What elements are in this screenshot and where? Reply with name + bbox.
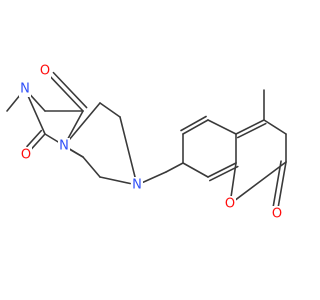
bond-layer <box>6 75 287 208</box>
bond-C4c-C3c <box>263 119 287 135</box>
atom-o-top-label: O <box>40 64 50 79</box>
atom-layer: O O N N N O O <box>19 63 283 222</box>
molecule-structure: O O N N N O O <box>6 63 287 222</box>
bond-C5-C6c <box>182 119 209 135</box>
bond-Np-CH2 <box>142 171 167 183</box>
atom-n-piperazine: N <box>131 177 143 193</box>
double-bond-C5-C6c <box>180 115 207 132</box>
double-bond-C2c-Ocarb <box>272 160 282 208</box>
double-bond-C4-Otop <box>52 71 88 109</box>
atom-o-ring: O <box>224 196 236 212</box>
double-bond-C8c-C8a <box>208 165 239 182</box>
bond-C4a-C4c <box>235 119 265 135</box>
bond-C8c-C8a <box>207 162 237 178</box>
double-bond-layer <box>26 71 282 208</box>
bond-C9a-Nf <box>69 148 84 158</box>
atom-n-methyl: N <box>19 81 31 97</box>
bond-C4a-C5 <box>207 119 237 135</box>
atom-o-ring-label: O <box>225 197 235 212</box>
atom-n-fused: N <box>58 138 70 154</box>
bond-C4-Otop <box>49 75 84 112</box>
bond-C7-Np <box>119 116 137 180</box>
bond-Nm-Cm <box>6 93 22 112</box>
bond-Np-C9 <box>99 176 131 185</box>
bond-C6-C7 <box>99 102 121 118</box>
bond-CH2-C7c <box>165 162 184 173</box>
bond-Nf-C4 <box>66 110 84 141</box>
bond-Cb-Obot <box>29 133 46 151</box>
atom-o-bottom-label: O <box>21 148 31 163</box>
bond-C3-Nm <box>28 93 46 112</box>
bond-C7c-C8c <box>182 162 209 178</box>
atom-n-methyl-label: N <box>20 82 30 97</box>
double-bond-C4a-C4c <box>236 122 267 139</box>
bond-Nf-C6 <box>67 102 101 142</box>
atom-o-bottom: O <box>20 147 32 163</box>
bond-C9-C9a <box>82 156 101 178</box>
bond-Nm-Cb <box>27 94 46 135</box>
atom-n-piperazine-label: N <box>132 178 142 193</box>
bond-C2c-Oring <box>234 161 287 201</box>
atom-o-top: O <box>39 63 51 79</box>
atom-o-carbonyl-label: O <box>272 207 282 222</box>
atom-n-fused-label: N <box>59 139 69 154</box>
bond-C2c-Ocarb <box>277 161 287 208</box>
atom-o-carbonyl: O <box>271 206 283 222</box>
double-bond-Cb-Obot <box>26 129 43 148</box>
